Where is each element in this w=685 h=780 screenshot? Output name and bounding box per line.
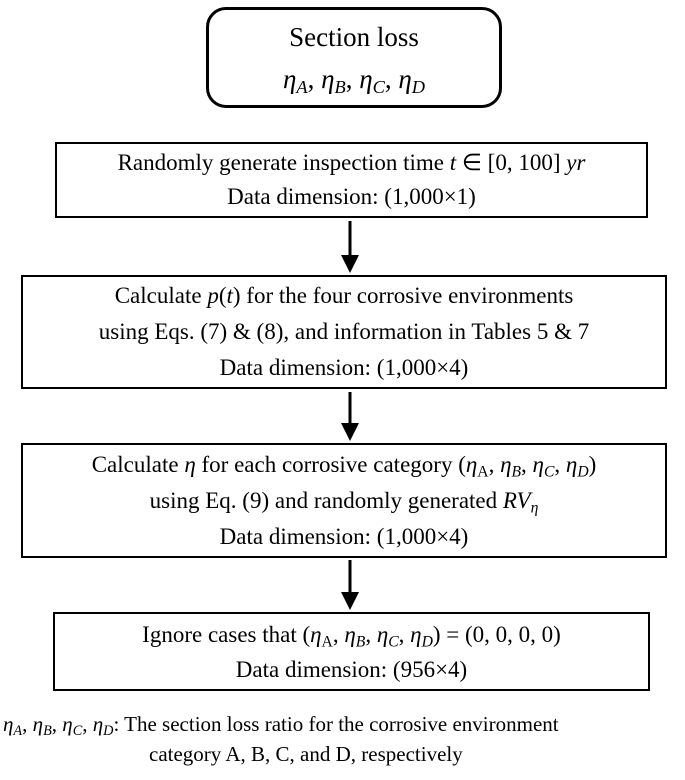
text-run: η — [344, 621, 356, 647]
text-run: B — [355, 632, 366, 650]
text-run: A — [13, 722, 23, 739]
text-run: t — [226, 283, 233, 308]
text-run: D — [411, 76, 426, 97]
text-line: using Eqs. (7) & (8), and information in… — [99, 314, 589, 350]
text-run: η — [3, 712, 14, 736]
text-run: , — [82, 712, 93, 736]
text-line: Section loss — [289, 16, 419, 58]
text-run: A — [321, 632, 333, 650]
text-line: ηA, ηB, ηC, ηD: The section loss ratio f… — [3, 709, 683, 739]
text-line: ηA, ηB, ηC, ηD — [283, 58, 425, 100]
footnote-legend: ηA, ηB, ηC, ηD: The section loss ratio f… — [3, 709, 683, 769]
text-run: η — [410, 621, 422, 647]
text-run: Calculate — [114, 283, 208, 308]
text-run: , — [384, 63, 399, 94]
text-run: , — [554, 451, 566, 477]
text-run: ) — [588, 451, 597, 477]
text-run: D — [421, 632, 433, 650]
text-run: , — [22, 712, 33, 736]
text-run: B — [43, 722, 52, 739]
text-run: Ignore cases that ( — [142, 621, 311, 647]
text-run: ∈ [0, 100] — [456, 150, 567, 175]
text-run: η — [465, 451, 478, 477]
text-run: using Eqs. (7) & (8), and information in… — [98, 319, 590, 344]
step-1-generate-inspection-time: Randomly generate inspection time t ∈ [0… — [55, 142, 648, 218]
text-run: B — [511, 462, 522, 480]
text-run: using Eq. (9) and randomly generated — [149, 487, 503, 513]
flow-arrow-down-1-icon — [341, 221, 359, 273]
text-run: for each corrosive category ( — [195, 451, 466, 477]
text-run: η — [532, 451, 544, 477]
text-line: Randomly generate inspection time t ∈ [0… — [118, 146, 586, 180]
text-run: Data dimension: (1,000×4) — [219, 355, 469, 380]
text-run: η — [32, 712, 44, 736]
text-run: B — [334, 76, 346, 97]
text-line: Data dimension: (1,000×4) — [220, 350, 469, 386]
text-line: Ignore cases that (ηA, ηB, ηC, ηD) = (0,… — [142, 617, 561, 652]
text-run: η — [530, 498, 539, 516]
text-run: , — [365, 621, 377, 647]
text-line: using Eq. (9) and randomly generated RVη — [150, 483, 539, 519]
text-run: ) = (0, 0, 0, 0) — [432, 621, 561, 647]
text-run: η — [282, 63, 297, 94]
text-run: , — [488, 451, 501, 477]
text-run: A — [477, 462, 489, 480]
text-run: ) for the four corrosive environments — [232, 283, 574, 308]
text-run: Data dimension: (1,000×4) — [219, 523, 469, 549]
text-run: η — [376, 621, 389, 647]
text-run: η — [310, 621, 322, 647]
text-line: Calculate p(t) for the four corrosive en… — [115, 278, 574, 314]
text-run: RV — [502, 487, 531, 513]
text-run: C — [543, 462, 555, 480]
text-run: η — [62, 712, 73, 736]
text-line: Data dimension: (1,000×1) — [227, 180, 476, 214]
text-run: C — [72, 722, 83, 739]
text-run: , — [51, 712, 63, 736]
text-line: Data dimension: (1,000×4) — [220, 519, 469, 555]
text-run: Calculate — [91, 451, 185, 477]
text-run: η — [184, 451, 196, 477]
text-run: t — [449, 150, 457, 175]
text-run: , — [398, 621, 411, 647]
text-run: η — [359, 63, 373, 94]
text-run: , — [345, 63, 360, 94]
text-run: C — [388, 632, 399, 650]
text-run: Section loss — [289, 21, 419, 52]
step-4-ignore-zero-cases: Ignore cases that (ηA, ηB, ηC, ηD) = (0,… — [53, 612, 650, 691]
text-run: category A, B, C, and D, respectively — [149, 742, 463, 766]
text-run: yr — [566, 150, 586, 175]
text-run: η — [565, 451, 578, 477]
text-line: Calculate η for each corrosive category … — [92, 447, 597, 483]
text-run: C — [372, 76, 385, 97]
text-run: Data dimension: (1,000×1) — [227, 184, 476, 209]
text-run: : The section loss ratio for the corrosi… — [113, 712, 559, 736]
text-run: η — [500, 451, 512, 477]
text-run: η — [321, 63, 335, 94]
text-run: Data dimension: (956×4) — [235, 656, 468, 682]
text-run: Randomly generate inspection time — [117, 150, 450, 175]
text-run: D — [103, 722, 114, 739]
text-run: η — [92, 712, 104, 736]
text-run: p — [207, 283, 219, 308]
flow-arrow-down-2-icon — [341, 392, 359, 441]
text-line: Data dimension: (956×4) — [236, 652, 467, 687]
step-2-calculate-pt: Calculate p(t) for the four corrosive en… — [21, 275, 667, 389]
text-run: , — [307, 63, 322, 94]
text-run: , — [521, 451, 533, 477]
flow-arrow-down-3-icon — [341, 560, 359, 610]
text-run: A — [296, 76, 308, 97]
text-run: ( — [218, 283, 227, 308]
text-run: , — [332, 621, 345, 647]
step-3-calculate-eta: Calculate η for each corrosive category … — [21, 443, 667, 558]
text-run: η — [398, 63, 412, 94]
text-line: category A, B, C, and D, respectively — [3, 739, 683, 769]
text-run: D — [577, 462, 589, 480]
